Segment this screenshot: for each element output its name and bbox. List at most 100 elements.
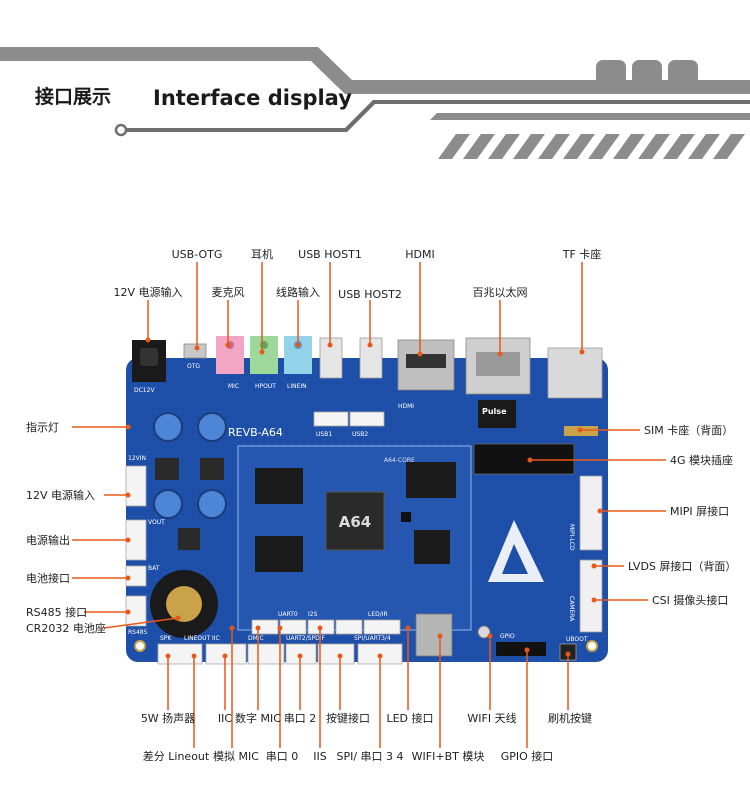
mipi-connector (579, 475, 603, 551)
mount-hole-br (586, 640, 598, 652)
label-usb-host1: USB HOST1 (298, 248, 362, 261)
usb2-port (359, 337, 383, 379)
header-stripes (438, 134, 745, 159)
label-cr2032: CR2032 电池座 (26, 622, 106, 635)
label-battery-port: 电池接口 (26, 572, 70, 585)
label-uart2: 串口 2 (283, 712, 317, 725)
vout-silk: VOUT (148, 519, 165, 526)
usb1-header (313, 411, 349, 427)
label-power-in-left: 12V 电源输入 (26, 489, 96, 502)
label-csi-port: CSI 摄像头接口 (652, 594, 729, 607)
linein-silk: LINEIN (287, 383, 307, 390)
label-power-out: 电源输出 (26, 534, 70, 547)
otg-silk: OTG (187, 363, 200, 370)
core-label: A64-CORE (384, 457, 415, 464)
hdmi-silk: HDMI (398, 403, 414, 410)
label-gpio-port: GPIO 接口 (500, 750, 554, 763)
page-title-cn: 接口展示 (35, 86, 112, 108)
mic-silk: MIC (228, 383, 239, 390)
label-ethernet: 百兆以太网 (472, 286, 528, 299)
mount-hole-bl (134, 640, 146, 652)
label-4g-module: 4G 模块插座 (670, 454, 734, 467)
label-iic: IIC (217, 712, 233, 725)
tf-slot (547, 347, 603, 399)
wifi-antenna-connector (477, 625, 491, 639)
label-wifi-antenna: WIFI 天线 (467, 712, 517, 725)
wifi-bt-module (415, 613, 453, 657)
emmc-chip (401, 512, 411, 522)
header-dots (596, 60, 698, 90)
iic-silk: IIC (212, 635, 220, 642)
dc-jack-inner (140, 348, 158, 366)
label-diff-lineout: 差分 Lineout (142, 750, 210, 763)
board-name: REVB-A64 (228, 426, 283, 439)
label-analog-mic: 模拟 MIC (213, 750, 259, 763)
header-underline (125, 100, 750, 132)
spk-silk: SPK (160, 635, 172, 642)
label-indicator: 指示灯 (26, 421, 59, 434)
label-lvds-port: LVDS 屏接口（背面） (628, 560, 737, 573)
label-tf-slot: TF 卡座 (562, 248, 602, 261)
label-mipi-port: MIPI 屏接口 (670, 505, 730, 518)
bat-silk: BAT (148, 565, 160, 572)
pulse-transformer (478, 400, 516, 428)
esd-logo-inner (502, 544, 528, 574)
usb-otg-port (183, 343, 207, 359)
label-usb-otg: USB-OTG (171, 248, 223, 261)
label-usb-host2: USB HOST2 (338, 288, 402, 301)
label-spi-uart34: SPI/ 串口 3 4 (336, 750, 404, 763)
label-hdmi: HDMI (405, 248, 435, 261)
label-earphone: 耳机 (251, 248, 273, 261)
module-4g-slot (473, 443, 575, 475)
uart2-silk: UART2/SPDIF (286, 635, 326, 642)
inductors (155, 458, 224, 550)
dc12v-silk: DC12V (134, 387, 155, 394)
pmu-chip (414, 530, 450, 564)
ram-chip-3 (406, 462, 456, 498)
label-digital-mic: 数字 MIC (235, 712, 281, 725)
vin12-silk: 12VIN (128, 455, 146, 462)
pulse-silk: Pulse (482, 407, 507, 416)
dmic-silk: DMIC (248, 635, 264, 642)
csi-connector (579, 559, 603, 633)
label-uart0: 串口 0 (265, 750, 299, 763)
label-wifi-bt: WIFI+BT 模块 (411, 750, 485, 763)
header-top-band (0, 47, 750, 94)
cr2032-clip (166, 586, 202, 622)
gpio-silk: GPIO (500, 633, 515, 640)
usb1-silk: USB1 (316, 431, 332, 438)
hpout-silk: HPOUT (255, 383, 276, 390)
callout-lines (72, 262, 666, 748)
soc-chip (325, 491, 385, 551)
uart0-silk: UART0 (278, 611, 298, 618)
label-led-port: LED 接口 (386, 712, 434, 725)
uboot-silk: UBOOT (566, 636, 588, 643)
label-mic: 麦克风 (211, 286, 245, 299)
label-sim-slot: SIM 卡座（背面） (644, 424, 734, 437)
ram-chip-2 (255, 536, 303, 572)
led-silk: LED/IR (368, 611, 388, 618)
label-line-in: 线路输入 (276, 286, 320, 299)
lineout-silk: LINEOUT (184, 635, 211, 642)
left-connectors (125, 465, 147, 627)
usb2-header (349, 411, 385, 427)
hdmi-port-inner (406, 354, 446, 368)
label-power-in-top: 12V 电源输入 (113, 286, 183, 299)
rs485-silk: RS485 (128, 629, 148, 636)
hpout-jack-hole (260, 341, 268, 349)
header-right-band (430, 113, 750, 120)
callout-cr2032 (103, 617, 179, 629)
capacitors (153, 412, 227, 519)
ram-chip-1 (255, 468, 303, 504)
uart34-silk: SPI/UART3/4 (354, 635, 391, 642)
usb1-port (319, 337, 343, 379)
label-speaker: 5W 扬声器 (140, 712, 196, 725)
label-flash-key: 刷机按键 (548, 712, 592, 725)
gpio-header (496, 642, 546, 656)
label-iis: IIS (313, 750, 327, 763)
label-keypad: 按键接口 (326, 712, 370, 725)
header-underline-dot (114, 123, 128, 137)
header-banner (0, 47, 750, 159)
usb2-silk: USB2 (352, 431, 368, 438)
